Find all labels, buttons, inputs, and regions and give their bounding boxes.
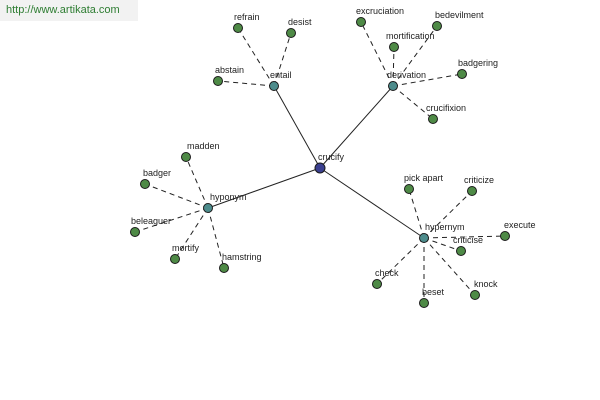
edge-hypernym-criticize: [423, 190, 473, 239]
label-badger[interactable]: badger: [143, 168, 171, 178]
edge-hypernym-pick-apart: [408, 188, 425, 239]
label-bedevilment[interactable]: bedevilment: [435, 10, 484, 20]
label-criticize[interactable]: criticize: [464, 175, 494, 185]
label-hub-hyponym[interactable]: hyponym: [210, 192, 247, 202]
node-execute[interactable]: [500, 231, 510, 241]
node-abstain[interactable]: [213, 76, 223, 86]
label-crucifixion[interactable]: crucifixion: [426, 103, 466, 113]
node-hub-entail[interactable]: [269, 81, 279, 91]
label-beleaguer[interactable]: beleaguer: [131, 216, 171, 226]
node-mortification[interactable]: [389, 42, 399, 52]
node-hub-hypernym[interactable]: [419, 233, 429, 243]
label-check[interactable]: check: [375, 268, 399, 278]
label-criticise[interactable]: criticise: [453, 235, 483, 245]
node-beset[interactable]: [419, 298, 429, 308]
label-hub-entail[interactable]: entail: [270, 70, 292, 80]
node-beleaguer[interactable]: [130, 227, 140, 237]
edge-hypernym-knock: [423, 237, 476, 296]
edge-hyponym-madden: [185, 156, 209, 209]
label-madden[interactable]: madden: [187, 141, 220, 151]
label-beset[interactable]: beset: [422, 287, 445, 297]
node-criticize[interactable]: [467, 186, 477, 196]
edge-hyponym-badger: [144, 183, 209, 209]
edge-hyponym-mortify: [174, 207, 209, 260]
label-hub-hypernym[interactable]: hypernym: [425, 222, 465, 232]
label-mortify[interactable]: mortify: [172, 243, 200, 253]
label-badgering[interactable]: badgering: [458, 58, 498, 68]
edge-derivation-excruciation: [360, 21, 394, 87]
label-refrain[interactable]: refrain: [234, 12, 260, 22]
node-hub-hyponym[interactable]: [203, 203, 213, 213]
node-check[interactable]: [372, 279, 382, 289]
label-excruciation[interactable]: excruciation: [356, 6, 404, 16]
edge-entail-abstain: [217, 80, 275, 87]
site-url-watermark: http://www.artikata.com: [0, 0, 138, 21]
edge-entail-refrain: [237, 27, 275, 87]
node-refrain[interactable]: [233, 23, 243, 33]
node-root-crucify[interactable]: [314, 162, 326, 174]
node-excruciation[interactable]: [356, 17, 366, 27]
node-crucifixion[interactable]: [428, 114, 438, 124]
label-desist[interactable]: desist: [288, 17, 312, 27]
edge-root-derivation: [319, 85, 394, 169]
label-mortification[interactable]: mortification: [386, 31, 435, 41]
label-hamstring[interactable]: hamstring: [222, 252, 262, 262]
edge-derivation-mortification: [392, 46, 395, 87]
label-abstain[interactable]: abstain: [215, 65, 244, 75]
node-madden[interactable]: [181, 152, 191, 162]
label-pick-apart[interactable]: pick apart: [404, 173, 444, 183]
node-desist[interactable]: [286, 28, 296, 38]
edge-hyponym-hamstring: [207, 207, 225, 269]
edge-hypernym-criticise: [423, 237, 462, 252]
edge-root-hypernym: [319, 167, 425, 239]
edge-entail-desist: [273, 32, 292, 87]
node-badger[interactable]: [140, 179, 150, 189]
edge-hyponym-beleaguer: [134, 207, 209, 233]
edge-hypernym-execute: [423, 235, 506, 239]
node-bedevilment[interactable]: [432, 21, 442, 31]
label-knock[interactable]: knock: [474, 279, 498, 289]
edge-hypernym-check: [376, 237, 425, 285]
label-execute[interactable]: execute: [504, 220, 536, 230]
edge-root-entail: [273, 85, 321, 169]
label-root-crucify[interactable]: crucify: [318, 152, 345, 162]
node-knock[interactable]: [470, 290, 480, 300]
edge-derivation-badgering: [392, 73, 463, 87]
node-hamstring[interactable]: [219, 263, 229, 273]
label-hub-derivation[interactable]: derivation: [387, 70, 426, 80]
edge-derivation-bedevilment: [392, 25, 438, 87]
edge-root-hyponym: [207, 167, 321, 209]
node-mortify[interactable]: [170, 254, 180, 264]
node-badgering[interactable]: [457, 69, 467, 79]
node-hub-derivation[interactable]: [388, 81, 398, 91]
node-criticise[interactable]: [456, 246, 466, 256]
node-pick-apart[interactable]: [404, 184, 414, 194]
